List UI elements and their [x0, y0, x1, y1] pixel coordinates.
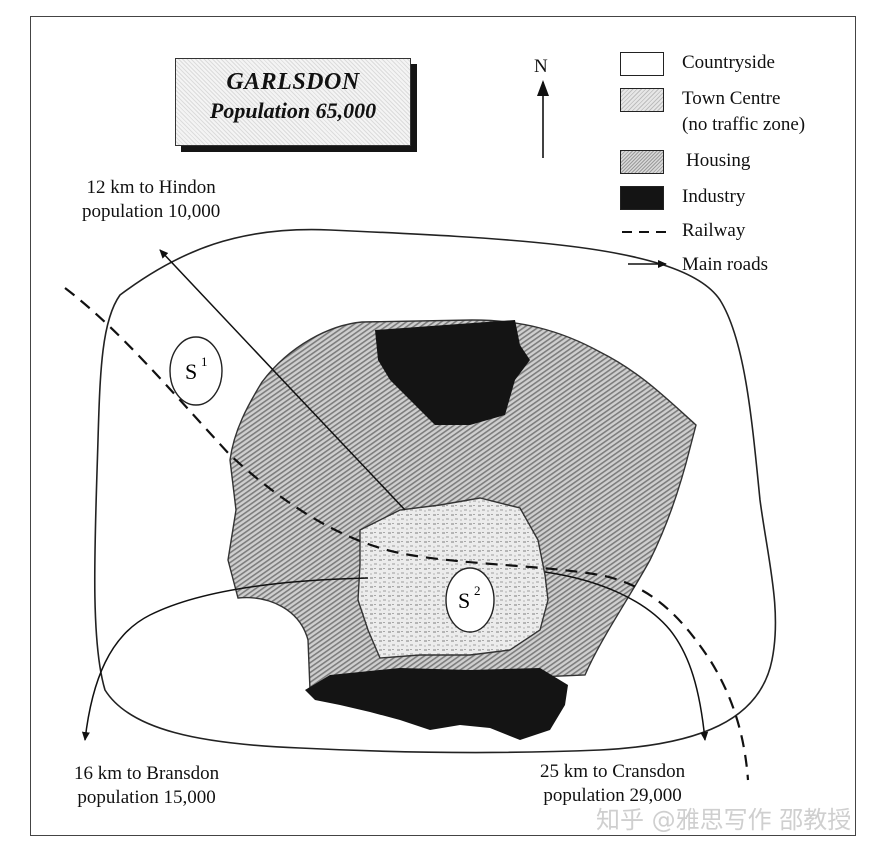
bransdon-distance: 16 km to Bransdon: [74, 763, 220, 784]
hindon-population: population 10,000: [82, 201, 221, 222]
north-arrow-head: [537, 80, 549, 96]
site-s2-number: 2: [474, 583, 481, 598]
industry-north: [375, 320, 530, 425]
north-label: N: [534, 56, 548, 77]
countryside-swatch: [620, 52, 664, 76]
map-frame: [30, 16, 856, 836]
legend-town-note-label: (no traffic zone): [682, 114, 806, 135]
road-to-cransdon: [544, 571, 709, 741]
road-to-bransdon: [81, 577, 369, 741]
site-s2-letter: S: [458, 588, 470, 613]
map-title-box: GARLSDON Population 65,000: [175, 58, 411, 146]
site-s1-number: 1: [201, 354, 208, 369]
industry-swatch: [620, 186, 664, 210]
site-s1-marker: [169, 336, 223, 406]
town-centre-swatch: [620, 88, 664, 112]
legend-railway-label: Railway: [682, 220, 746, 241]
hindon-distance: 12 km to Hindon: [86, 177, 216, 198]
watermark: 知乎 @雅思写作 邵教授: [596, 806, 852, 834]
housing-swatch: [620, 150, 664, 174]
hindon-label: 12 km to Hindon population 10,000: [82, 176, 220, 224]
map-population: Population 65,000: [209, 98, 377, 123]
cransdon-label: 25 km to Cransdon population 29,000: [540, 760, 685, 808]
map-title: GARLSDON: [226, 69, 360, 95]
legend-town-label: Town Centre: [682, 88, 781, 109]
bransdon-label: 16 km to Bransdon population 15,000: [74, 762, 219, 810]
legend-roads-label: Main roads: [682, 254, 769, 275]
bransdon-population: population 15,000: [77, 787, 216, 808]
site-s1-letter: S: [185, 359, 197, 384]
industry-south: [305, 668, 568, 740]
road-to-hindon: [159, 249, 406, 511]
cransdon-distance: 25 km to Cransdon: [540, 761, 686, 782]
cransdon-population: population 29,000: [543, 785, 682, 806]
site-s2-marker: [445, 567, 495, 633]
legend-housing-label: Housing: [686, 150, 751, 171]
legend-industry-label: Industry: [682, 186, 746, 207]
legend-countryside-label: Countryside: [682, 52, 775, 73]
